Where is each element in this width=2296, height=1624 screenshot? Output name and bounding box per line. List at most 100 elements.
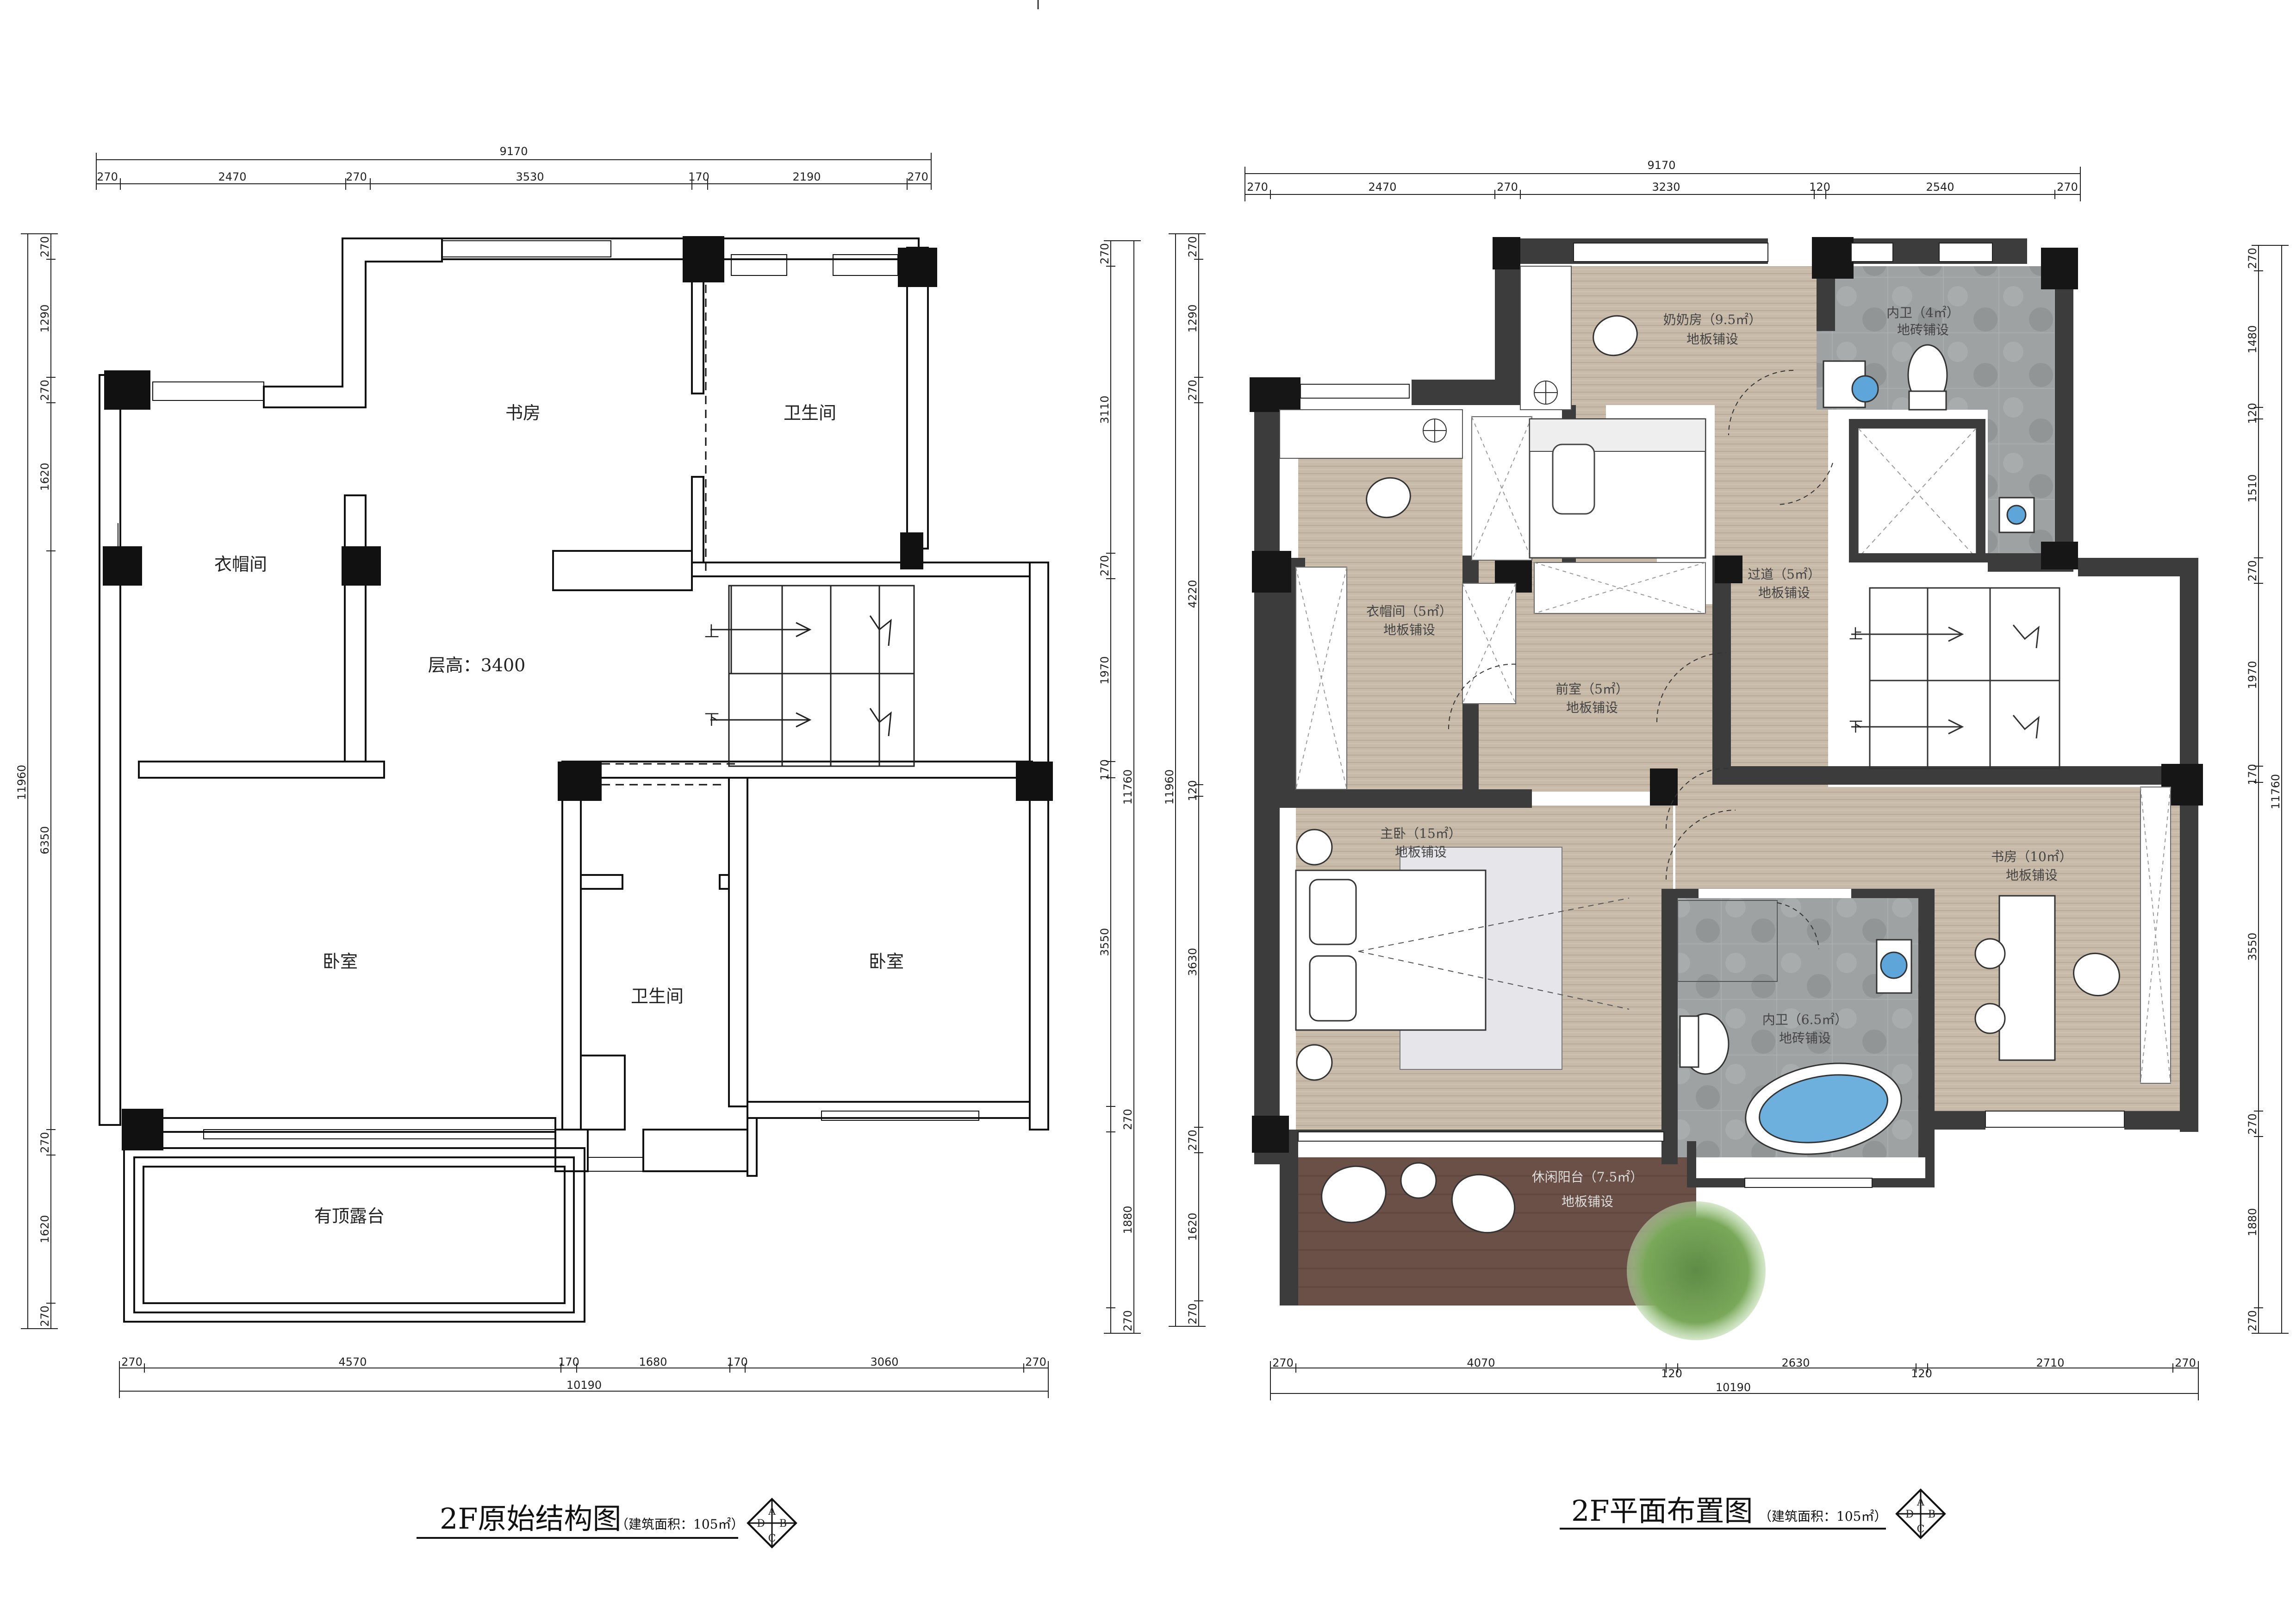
left-compass-letter-c: C	[768, 1533, 776, 1544]
right-compass-icon: A B C D	[1895, 1488, 1946, 1539]
right-tree-icon	[1627, 1201, 1766, 1340]
right-bath-bottom-fixtures	[1677, 900, 1912, 1155]
right-compass-letter-c: C	[1917, 1524, 1925, 1535]
left-room-cloak: 衣帽间	[214, 554, 267, 575]
right-room-cloak: 衣帽间（5㎡）	[1366, 604, 1452, 619]
right-right-dim-2: 1480	[2246, 325, 2259, 353]
right-room-balcony-floor: 地板铺设	[1562, 1194, 1613, 1209]
right-left-total: 11960	[1163, 769, 1176, 805]
left-left-dimensions	[21, 233, 58, 1329]
left-left-dim-1: 270	[38, 236, 51, 257]
left-bottom-total: 10190	[566, 1379, 602, 1392]
left-columns	[103, 236, 1053, 1150]
right-compass-letter-a: A	[1916, 1497, 1925, 1508]
left-bottom-dim-3: 170	[558, 1355, 579, 1368]
right-bottom-dim-6: 2710	[2036, 1356, 2064, 1369]
right-right-dim-5: 270	[2246, 560, 2259, 581]
right-stair-down-label: 下	[1849, 719, 1863, 735]
right-left-dimensions	[1169, 233, 1206, 1327]
right-room-front: 前室（5㎡）	[1556, 681, 1629, 697]
left-left-dim-7: 1620	[38, 1215, 51, 1243]
left-bottom-dim-6: 3060	[870, 1355, 898, 1368]
right-bottom-dim-1: 270	[1272, 1356, 1294, 1369]
left-left-total: 11960	[15, 765, 28, 800]
right-stair	[1851, 587, 2060, 769]
left-bottom-dim-1: 270	[121, 1355, 143, 1368]
right-top-dim-4: 3230	[1652, 181, 1680, 194]
right-bottom-dim-3: 120	[1661, 1367, 1682, 1380]
left-left-dim-3: 270	[38, 380, 51, 401]
left-top-dim-6: 2190	[792, 170, 821, 183]
right-left-dim-7: 270	[1186, 1130, 1199, 1151]
left-stair	[710, 585, 915, 767]
right-room-nanny-floor: 地板铺设	[1686, 331, 1738, 347]
left-bottom-dimensions	[119, 1361, 1049, 1398]
left-top-dim-1: 270	[97, 170, 118, 183]
left-bottom-dim-7: 270	[1025, 1355, 1046, 1368]
right-study-desk	[1974, 895, 2056, 1061]
right-right-dim-10: 1880	[2246, 1208, 2259, 1236]
right-room-corridor: 过道（5㎡）	[1748, 567, 1821, 582]
left-plan-title: 2F原始结构图	[440, 1502, 621, 1536]
right-nanny-bed	[1529, 418, 1706, 559]
left-right-dim-3: 270	[1098, 555, 1111, 576]
right-left-dim-8: 1620	[1186, 1212, 1199, 1241]
left-top-dim-4: 3530	[516, 170, 544, 183]
right-left-dim-9: 270	[1186, 1303, 1199, 1324]
left-structure-plan: 9170 270 2470 270 3530 170 2190 270 270 …	[15, 145, 1141, 1539]
left-right-dim-4: 1970	[1098, 656, 1111, 684]
right-room-master: 主卧（15㎡）	[1380, 826, 1462, 841]
left-left-dim-8: 270	[38, 1305, 51, 1327]
right-master-bed	[1295, 829, 1630, 1081]
right-room-study: 书房（10㎡）	[1991, 849, 2072, 864]
right-right-dim-4: 1510	[2246, 474, 2259, 502]
right-left-dim-5: 120	[1186, 780, 1199, 801]
left-left-dim-2: 1290	[38, 304, 51, 332]
left-compass-icon: A B C D	[747, 1498, 797, 1549]
right-plan-area: （建筑面积：105㎡）	[1759, 1509, 1887, 1524]
left-compass-letter-b: B	[779, 1518, 787, 1530]
left-windows	[118, 240, 979, 1172]
left-right-dim-8: 1880	[1121, 1206, 1134, 1234]
left-bottom-dim-4: 1680	[639, 1355, 667, 1368]
left-left-dim-5: 6350	[38, 826, 51, 854]
right-right-dim-9: 270	[2246, 1113, 2259, 1135]
right-top-dim-3: 270	[1497, 181, 1518, 194]
left-left-dim-4: 1620	[38, 462, 51, 491]
left-right-dim-9: 270	[1121, 1310, 1134, 1331]
left-room-bedroom-left: 卧室	[323, 951, 358, 972]
right-top-dim-6: 2540	[1926, 181, 1954, 194]
right-bottom-total: 10190	[1716, 1381, 1751, 1394]
left-compass-letter-a: A	[768, 1506, 776, 1518]
right-bottom-dim-4: 2630	[1781, 1356, 1810, 1369]
right-room-front-floor: 地板铺设	[1566, 700, 1618, 715]
left-bottom-dim-2: 4570	[338, 1355, 367, 1368]
right-room-balcony: 休闲阳台（7.5㎡）	[1532, 1169, 1643, 1185]
left-stair-down-label: 下	[704, 711, 719, 728]
left-right-dimensions	[1104, 240, 1141, 1334]
left-right-dim-5: 170	[1098, 759, 1111, 781]
right-right-dim-6: 1970	[2246, 661, 2259, 689]
left-room-terrace: 有顶露台	[314, 1206, 385, 1226]
right-bottom-dim-7: 270	[2175, 1356, 2196, 1369]
right-bottom-dim-5: 120	[1911, 1367, 1932, 1380]
left-right-total: 11760	[1121, 769, 1134, 805]
left-top-dim-7: 270	[907, 170, 928, 183]
left-top-total: 9170	[499, 145, 528, 158]
right-left-dim-2: 1290	[1186, 304, 1199, 332]
left-room-bedroom-right: 卧室	[869, 951, 904, 972]
right-room-cloak-floor: 地板铺设	[1383, 622, 1435, 637]
right-right-dim-3: 120	[2246, 403, 2259, 424]
right-left-dim-3: 270	[1186, 380, 1199, 401]
right-top-dim-1: 270	[1247, 181, 1268, 194]
left-top-dim-5: 170	[688, 170, 709, 183]
left-top-dimensions	[96, 153, 932, 190]
right-plan-title: 2F平面布置图	[1571, 1494, 1753, 1528]
right-left-dim-4: 4220	[1186, 580, 1199, 608]
left-top-dim-2: 2470	[218, 170, 246, 183]
right-door-swings	[1448, 370, 1833, 949]
right-nanny-wardrobe	[1279, 266, 1572, 459]
left-bottom-dim-5: 170	[727, 1355, 748, 1368]
right-right-dim-1: 270	[2246, 248, 2259, 269]
